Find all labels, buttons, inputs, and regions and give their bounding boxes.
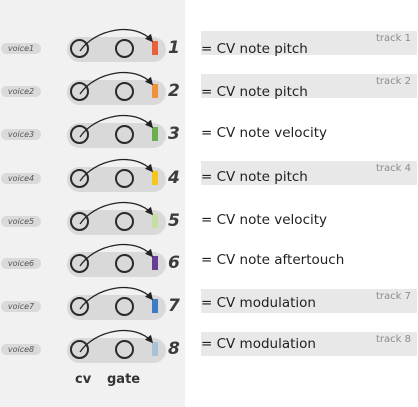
voice-row: track 7 voice7 7 = CV modulation — [0, 285, 418, 329]
voice-number: 1 — [168, 38, 180, 58]
led-indicator — [152, 41, 158, 55]
led-indicator — [152, 127, 158, 141]
patch-cable — [79, 114, 154, 138]
track-label: track 8 — [376, 334, 411, 345]
led-indicator — [152, 342, 158, 356]
voice-number: 6 — [168, 253, 180, 273]
track-box: track 7 — [201, 289, 417, 313]
voice-row: voice6 6 = CV note aftertouch — [0, 242, 418, 286]
voice-label: voice3 — [1, 129, 41, 140]
cv-description: = CV note pitch — [201, 169, 308, 185]
voice-row: track 8 voice8 8 = CV modulation — [0, 328, 418, 372]
led-indicator — [152, 84, 158, 98]
track-label: track 4 — [376, 163, 411, 174]
patch-cable — [79, 286, 154, 310]
voice-row: voice3 3 = CV note velocity — [0, 113, 418, 157]
voice-label: voice1 — [1, 43, 41, 54]
voice-label: voice7 — [1, 301, 41, 312]
voice-label: voice2 — [1, 86, 41, 97]
cv-jack[interactable] — [70, 297, 89, 316]
cv-column-label: cv — [75, 372, 92, 387]
track-label: track 7 — [376, 291, 411, 302]
cv-jack[interactable] — [70, 340, 89, 359]
cv-jack[interactable] — [70, 125, 89, 144]
gate-jack[interactable] — [115, 340, 134, 359]
led-indicator — [152, 299, 158, 313]
patch-cable — [79, 158, 154, 182]
voice-row: track 1 voice1 1 = CV note pitch — [0, 27, 418, 71]
cv-description: = CV note pitch — [201, 41, 308, 57]
voice-row: voice5 5 = CV note velocity — [0, 200, 418, 244]
voice-number: 7 — [168, 296, 180, 316]
voice-row: track 4 voice4 4 = CV note pitch — [0, 157, 418, 201]
cv-description: = CV modulation — [201, 295, 316, 311]
patch-cable — [79, 329, 154, 353]
gate-column-label: gate — [107, 372, 141, 387]
patch-cable — [79, 71, 154, 95]
cv-jack[interactable] — [70, 254, 89, 273]
track-box: track 8 — [201, 332, 417, 356]
cv-jack[interactable] — [70, 212, 89, 231]
gate-jack[interactable] — [115, 254, 134, 273]
voice-label: voice4 — [1, 173, 41, 184]
voice-label: voice5 — [1, 216, 41, 227]
gate-jack[interactable] — [115, 212, 134, 231]
voice-label: voice8 — [1, 344, 41, 355]
gate-jack[interactable] — [115, 169, 134, 188]
gate-jack[interactable] — [115, 82, 134, 101]
voice-label: voice6 — [1, 258, 41, 269]
track-box: track 1 — [201, 31, 417, 55]
voice-number: 8 — [168, 339, 180, 359]
track-box: track 4 — [201, 161, 417, 185]
led-indicator — [152, 256, 158, 270]
led-indicator — [152, 214, 158, 228]
voice-number: 4 — [168, 168, 180, 188]
cv-jack[interactable] — [70, 39, 89, 58]
patch-cable — [79, 28, 154, 52]
cv-description: = CV modulation — [201, 336, 316, 352]
gate-jack[interactable] — [115, 297, 134, 316]
voice-number: 2 — [168, 81, 180, 101]
cv-description: = CV note velocity — [201, 125, 328, 141]
track-box: track 2 — [201, 74, 417, 98]
patch-cable — [79, 243, 154, 267]
led-indicator — [152, 171, 158, 185]
patch-cable — [79, 201, 154, 225]
gate-jack[interactable] — [115, 39, 134, 58]
voice-number: 5 — [168, 211, 180, 231]
voice-number: 3 — [168, 124, 180, 144]
cv-description: = CV note aftertouch — [201, 252, 345, 268]
voice-row: track 2 voice2 2 = CV note pitch — [0, 70, 418, 114]
track-label: track 2 — [376, 76, 411, 87]
cv-description: = CV note pitch — [201, 84, 308, 100]
cv-jack[interactable] — [70, 82, 89, 101]
cv-jack[interactable] — [70, 169, 89, 188]
cv-description: = CV note velocity — [201, 212, 328, 228]
track-label: track 1 — [376, 33, 411, 44]
gate-jack[interactable] — [115, 125, 134, 144]
